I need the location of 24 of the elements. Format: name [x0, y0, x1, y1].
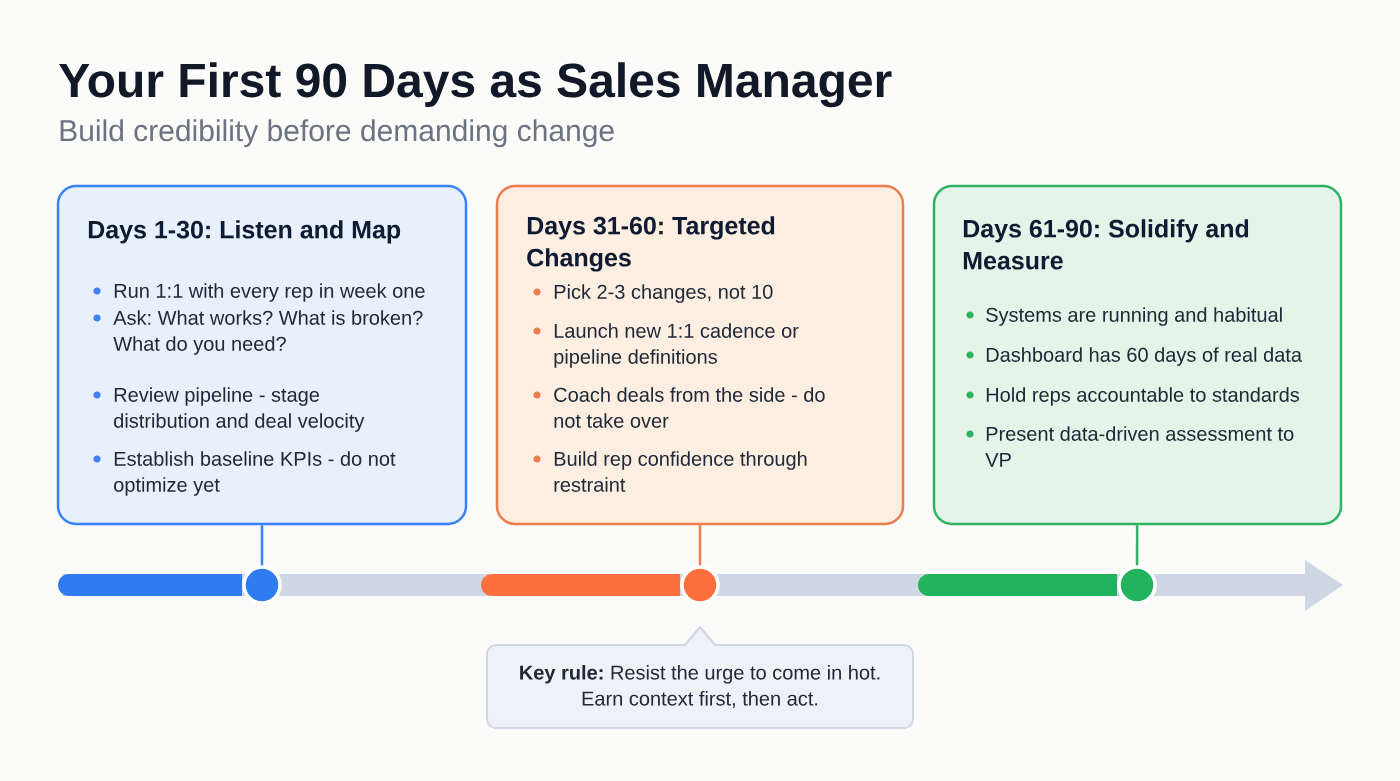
list-item: Pick 2-3 changes, not 10: [554, 284, 773, 303]
list-item: Coach deals from the side - do not take over: [554, 387, 825, 428]
phase-card: [495, 184, 905, 526]
list-item: Dashboard has 60 days of real data: [986, 347, 1302, 366]
list-item: Review pipeline - stage distribution and deal velocity: [114, 387, 365, 432]
list-item: Systems are running and habitual: [986, 307, 1282, 326]
list-item: Establish baseline KPIs - do not optimize yet: [114, 451, 396, 496]
list-item: Run 1:1 with every rep in week one: [114, 283, 425, 302]
phase-card: [56, 184, 468, 526]
card-heading: Days 61-90: Solidify and Measure: [963, 219, 1249, 270]
list-item: Ask: What works? What is broken? What do you need?: [113, 310, 423, 355]
phase-card: [932, 184, 1343, 526]
list-item: Present data-driven assessment to VP: [985, 426, 1294, 467]
page-title: Your First 90 Days as Sales Manager: [59, 62, 892, 108]
list-item: Build rep confidence through restraint: [554, 451, 807, 492]
connector-line: [698, 525, 702, 566]
connector-line: [260, 525, 264, 566]
list-item: Hold reps accountable to standards: [986, 387, 1300, 406]
card-heading: Days 31-60: Targeted Changes: [527, 216, 775, 272]
connector-line: [1135, 525, 1139, 566]
callout-box: Key rule: Resist the urge to come in hot. Earn context first, then act.: [486, 626, 914, 729]
card-heading: Days 1-30: Listen and Map: [88, 220, 401, 244]
subtitle: Build credibility before demanding change: [60, 119, 614, 148]
list-item: Launch new 1:1 cadence or pipeline definitions: [554, 323, 799, 368]
